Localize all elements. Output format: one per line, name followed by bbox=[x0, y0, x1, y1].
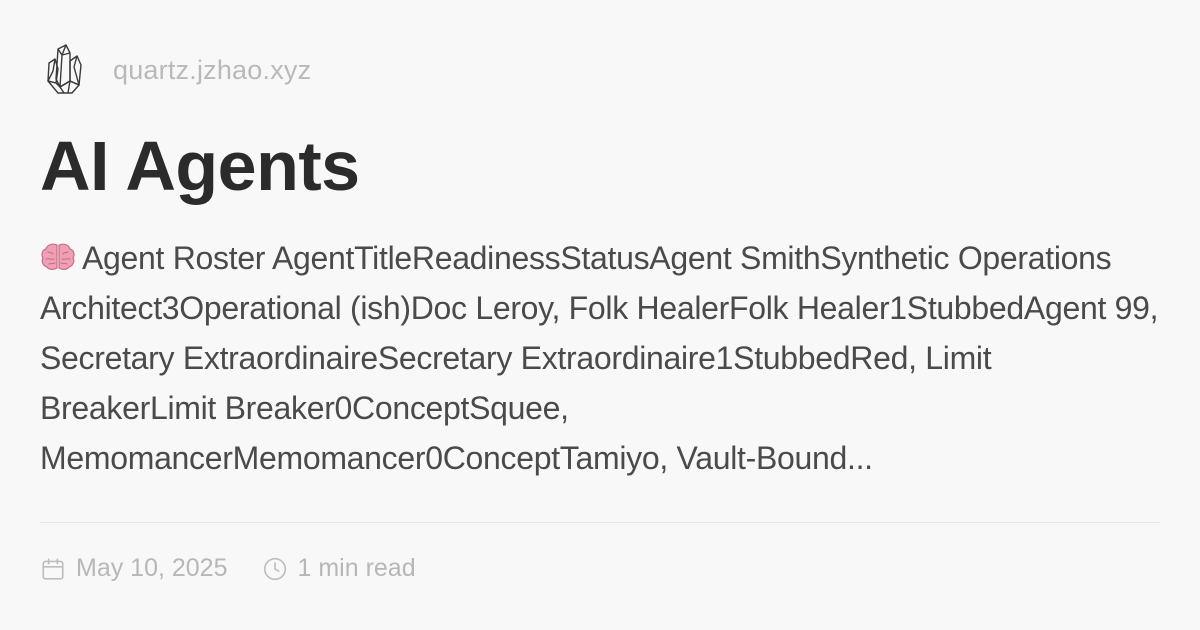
calendar-icon bbox=[42, 557, 64, 580]
reading-time-text: 1 min read bbox=[297, 554, 416, 582]
crystal-icon bbox=[47, 44, 82, 94]
site-name[interactable]: quartz.jzhao.xyz bbox=[113, 54, 312, 85]
site-header: quartz.jzhao.xyz bbox=[44, 42, 311, 98]
excerpt-text: Agent Roster AgentTitleReadinessStatusAg… bbox=[40, 240, 1159, 476]
brain-icon bbox=[41, 243, 75, 270]
page-excerpt: Agent Roster AgentTitleReadinessStatusAg… bbox=[40, 233, 1160, 483]
reading-time: 1 min read bbox=[262, 554, 416, 583]
divider bbox=[40, 522, 1160, 523]
publish-date: May 10, 2025 bbox=[40, 554, 228, 583]
page-title: AI Agents bbox=[40, 127, 360, 205]
publish-date-text: May 10, 2025 bbox=[76, 554, 228, 582]
clock-icon bbox=[263, 557, 286, 580]
page-meta: May 10, 2025 1 min read bbox=[40, 554, 416, 583]
